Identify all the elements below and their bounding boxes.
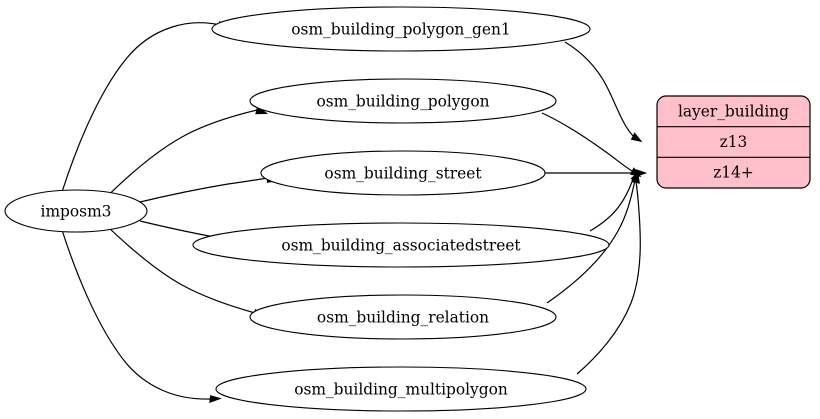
node-shape[interactable] — [249, 78, 557, 124]
edge-osm_building_multipolygon-to-layer_building-z14plus — [576, 171, 641, 375]
node-shape[interactable] — [192, 222, 610, 268]
edge-imposm3-to-osm_building_multipolygon — [61, 231, 222, 403]
node-osm_building_relation[interactable]: osm_building_relation — [249, 294, 557, 340]
edge-line — [589, 176, 635, 232]
node-label: imposm3 — [41, 203, 112, 221]
edge-line — [61, 22, 221, 191]
node-shape[interactable] — [260, 150, 546, 196]
edge-line — [139, 177, 269, 203]
node-shape[interactable] — [211, 6, 591, 52]
record-row-zoom-z13: z13 — [720, 133, 748, 151]
node-osm_building_polygon[interactable]: osm_building_polygon — [249, 78, 557, 124]
edge-line — [61, 231, 211, 400]
node-label: osm_building_relation — [317, 309, 489, 327]
node-label: osm_building_associatedstreet — [281, 237, 521, 255]
node-label: osm_building_street — [324, 165, 482, 183]
edge-line — [546, 179, 636, 304]
edge-imposm3-to-osm_building_polygon_gen1 — [61, 20, 231, 191]
node-osm_building_street[interactable]: osm_building_street — [260, 150, 546, 196]
edge-line — [107, 226, 256, 314]
edge-line — [541, 112, 633, 172]
node-shape[interactable] — [4, 189, 148, 233]
node-label: osm_building_multipolygon — [294, 381, 508, 399]
node-shape[interactable] — [249, 294, 557, 340]
record-background[interactable] — [656, 95, 811, 189]
node-imposm3[interactable]: imposm3 — [4, 189, 148, 233]
edge-arrowhead — [630, 132, 643, 143]
edge-line — [564, 41, 634, 137]
node-layer_building[interactable]: layer_building z13 z14+ — [656, 95, 811, 189]
record-row-layer-name: layer_building — [678, 103, 789, 121]
edge-group-tables-to-layer — [541, 41, 648, 375]
node-label: osm_building_polygon_gen1 — [291, 21, 510, 39]
node-label: osm_building_polygon — [316, 93, 489, 111]
node-osm_building_associatedstreet[interactable]: osm_building_associatedstreet — [192, 222, 610, 268]
edge-line — [107, 109, 258, 196]
node-shape[interactable] — [215, 366, 587, 412]
edge-osm_building_polygon_gen1-to-layer_building-z13 — [564, 41, 643, 143]
node-osm_building_polygon_gen1[interactable]: osm_building_polygon_gen1 — [211, 6, 591, 52]
edge-arrowhead — [632, 171, 641, 184]
edge-osm_building_polygon-to-layer_building-z14plus — [541, 112, 642, 178]
edge-imposm3-to-osm_building_street — [139, 173, 280, 203]
node-osm_building_multipolygon[interactable]: osm_building_multipolygon — [215, 366, 587, 412]
edge-line — [576, 180, 641, 375]
record-row-zoom-z14plus: z14+ — [713, 164, 754, 182]
edge-arrowhead — [209, 395, 222, 403]
